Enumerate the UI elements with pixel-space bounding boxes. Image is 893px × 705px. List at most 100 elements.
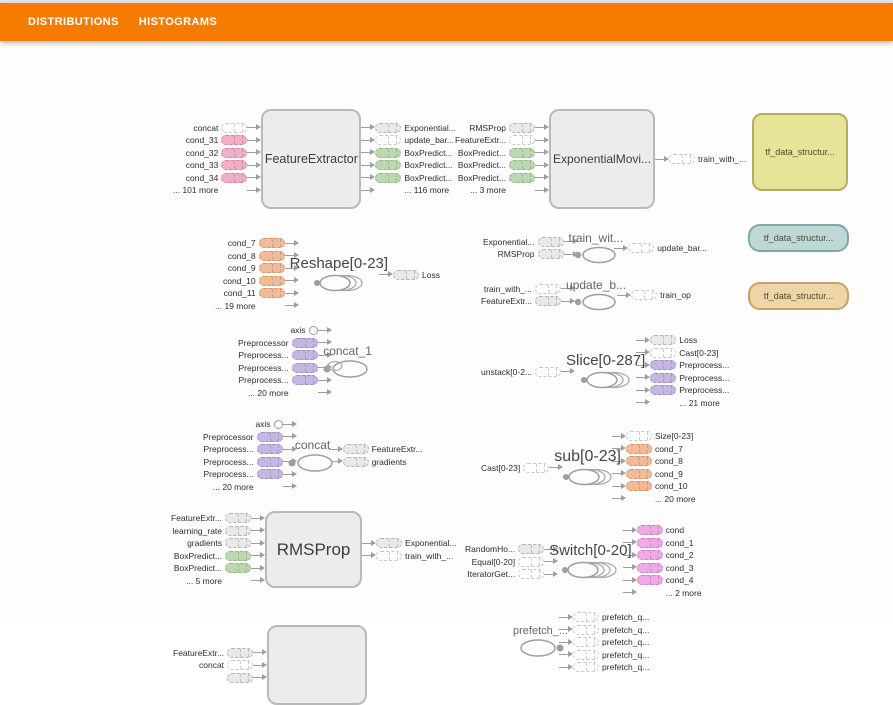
input-port-row[interactable]: IteratorGet... bbox=[462, 568, 559, 581]
op-node-concat[interactable]: concat bbox=[288, 438, 338, 474]
output-port-row[interactable]: ... 21 more bbox=[636, 397, 732, 410]
op-node-bottom-partial[interactable] bbox=[267, 625, 368, 705]
input-port-row[interactable]: unstack[0-2... bbox=[478, 365, 576, 378]
input-port-row[interactable]: cond_8 bbox=[212, 250, 299, 263]
input-port-row[interactable]: ... 3 more bbox=[452, 184, 550, 197]
output-port-row[interactable]: train_with_... bbox=[655, 153, 749, 166]
input-port-row[interactable]: concat bbox=[170, 122, 262, 135]
tab-distributions[interactable]: DISTRIBUTIONS bbox=[28, 16, 119, 28]
input-port-row[interactable]: cond_31 bbox=[170, 134, 262, 147]
output-port-row[interactable]: cond_1 bbox=[622, 537, 705, 550]
input-port-row[interactable]: BoxPredict... bbox=[168, 550, 266, 563]
input-port-row[interactable]: Preprocess... bbox=[235, 374, 332, 387]
output-port-row[interactable]: Size[0-23] bbox=[611, 430, 699, 443]
input-port-row[interactable]: Preprocess... bbox=[235, 362, 332, 375]
tab-histograms[interactable]: HISTOGRAMS bbox=[138, 16, 218, 28]
output-port-row[interactable]: Exponential... bbox=[362, 537, 460, 550]
output-port-row[interactable]: cond_7 bbox=[611, 443, 699, 456]
input-port-row[interactable]: ... 5 more bbox=[168, 575, 266, 588]
output-port-row[interactable]: FeatureExtr... bbox=[328, 443, 426, 456]
input-port-row[interactable]: BoxPredict... bbox=[452, 172, 550, 185]
graph-canvas[interactable]: concat cond_31 cond_32 cond_3 bbox=[0, 41, 893, 705]
input-port-row[interactable]: RMSProp bbox=[452, 122, 550, 135]
op-node-feature-extractor[interactable]: FeatureExtractor bbox=[261, 109, 362, 209]
input-port-row[interactable]: Preprocess... bbox=[200, 468, 297, 481]
output-port-row[interactable]: cond_3 bbox=[622, 562, 705, 575]
output-port-row[interactable]: cond_10 bbox=[611, 480, 699, 493]
output-port-row[interactable]: update_bar... bbox=[361, 134, 459, 147]
namespace-box-tf-data-structure-yellow[interactable]: tf_data_structur... bbox=[752, 113, 848, 191]
input-port-row[interactable]: concat bbox=[170, 659, 268, 672]
input-port-row[interactable]: RandomHo... bbox=[462, 543, 559, 556]
output-port-row[interactable]: BoxPredict... bbox=[361, 147, 459, 160]
output-port-row[interactable]: train_with_... bbox=[362, 550, 460, 563]
output-port-row[interactable]: gradients bbox=[328, 456, 426, 469]
input-port-row[interactable]: ... 101 more bbox=[170, 184, 262, 197]
op-node-slice[interactable]: Slice[0-287] bbox=[566, 352, 645, 391]
input-port-row[interactable]: Equal[0-20] bbox=[462, 555, 559, 568]
input-port-row[interactable]: cond_9 bbox=[212, 262, 299, 275]
output-port-row[interactable]: ... 20 more bbox=[611, 493, 699, 506]
input-port-row[interactable]: axis bbox=[235, 324, 332, 337]
namespace-box-tf-data-structure-tan[interactable]: tf_data_structur... bbox=[748, 282, 849, 310]
input-port-row[interactable]: learning_rate bbox=[168, 525, 266, 538]
op-node-train-with[interactable]: train_wit... bbox=[569, 231, 623, 265]
output-port-row[interactable]: Loss bbox=[636, 334, 732, 347]
output-port-row[interactable]: train_op bbox=[617, 289, 694, 302]
output-port-row[interactable]: Cast[0-23] bbox=[636, 347, 732, 360]
input-port-row[interactable]: Preprocessor bbox=[235, 337, 332, 350]
output-port-row[interactable]: prefetch_q... bbox=[559, 661, 652, 674]
input-port-row[interactable]: ... 20 more bbox=[200, 481, 297, 494]
op-node-switch[interactable]: Switch[0-20] bbox=[549, 542, 632, 581]
input-port-row[interactable]: ... 19 more bbox=[212, 300, 299, 313]
output-port-row[interactable]: Preprocess... bbox=[636, 384, 732, 397]
input-port-row[interactable]: Cast[0-23] bbox=[478, 461, 564, 474]
input-port-row[interactable]: Preprocess... bbox=[235, 349, 332, 362]
output-port-row[interactable]: cond_4 bbox=[622, 574, 705, 587]
input-port-row[interactable]: Exponential... bbox=[480, 236, 578, 249]
input-port-row[interactable]: cond_34 bbox=[170, 172, 262, 185]
input-port-row[interactable]: train_with_... bbox=[478, 283, 576, 296]
input-port-row[interactable]: FeatureExtr... bbox=[478, 295, 576, 308]
output-port-row[interactable]: ... 2 more bbox=[622, 587, 705, 600]
output-port-row[interactable]: Exponential... bbox=[361, 122, 459, 135]
output-port-row[interactable]: BoxPredict... bbox=[361, 172, 459, 185]
input-port-row[interactable]: cond_32 bbox=[170, 147, 262, 160]
op-node-sub[interactable]: sub[0-23] bbox=[554, 448, 621, 488]
input-port-row[interactable] bbox=[170, 671, 268, 684]
output-port-row[interactable]: cond_9 bbox=[611, 468, 699, 481]
input-port-row[interactable]: Preprocess... bbox=[200, 443, 297, 456]
input-port-row[interactable]: cond_11 bbox=[212, 287, 299, 300]
output-port-row[interactable]: BoxPredict... bbox=[361, 159, 459, 172]
input-port-row[interactable]: Preprocess... bbox=[200, 456, 297, 469]
op-node-prefetch[interactable]: prefetch_... bbox=[513, 625, 568, 659]
input-port-row[interactable]: cond_7 bbox=[212, 237, 299, 250]
input-port-row[interactable]: Preprocessor bbox=[200, 431, 297, 444]
op-node-exponential-moving[interactable]: ExponentialMovi... bbox=[549, 109, 656, 209]
output-port-row[interactable]: Loss bbox=[379, 268, 443, 281]
input-port-row[interactable]: cond_10 bbox=[212, 275, 299, 288]
op-node-concat-1[interactable]: concat_1 bbox=[323, 344, 373, 380]
output-port-row[interactable]: Preprocess... bbox=[636, 359, 732, 372]
output-port-row[interactable]: cond_2 bbox=[622, 549, 705, 562]
output-port-row[interactable]: update_bar... bbox=[614, 242, 710, 255]
input-port-row[interactable]: BoxPredict... bbox=[452, 159, 550, 172]
output-port-row[interactable]: cond bbox=[622, 524, 705, 537]
input-port-row[interactable]: FeatureExtr... bbox=[168, 512, 266, 525]
input-port-row[interactable]: ... 20 more bbox=[235, 387, 332, 400]
input-port-row[interactable]: cond_33 bbox=[170, 159, 262, 172]
input-port-row[interactable]: BoxPredict... bbox=[168, 562, 266, 575]
input-port-row[interactable]: FeatureExtr... bbox=[170, 646, 268, 659]
op-node-update-barrier[interactable]: update_b... bbox=[566, 278, 626, 312]
output-port-row[interactable]: prefetch_q... bbox=[559, 624, 652, 637]
output-port-row[interactable]: cond_8 bbox=[611, 455, 699, 468]
input-port-row[interactable]: gradients bbox=[168, 537, 266, 550]
op-node-reshape[interactable]: Reshape[0-23] bbox=[290, 255, 388, 294]
output-port-row[interactable]: prefetch_q... bbox=[559, 649, 652, 662]
input-port-row[interactable]: axis bbox=[200, 418, 297, 431]
input-port-row[interactable]: FeatureExtr... bbox=[452, 134, 550, 147]
input-port-row[interactable]: BoxPredict... bbox=[452, 147, 550, 160]
output-port-row[interactable]: prefetch_q... bbox=[559, 636, 652, 649]
input-port-row[interactable]: RMSProp bbox=[480, 248, 578, 261]
op-node-rmsprop[interactable]: RMSProp bbox=[265, 511, 363, 588]
